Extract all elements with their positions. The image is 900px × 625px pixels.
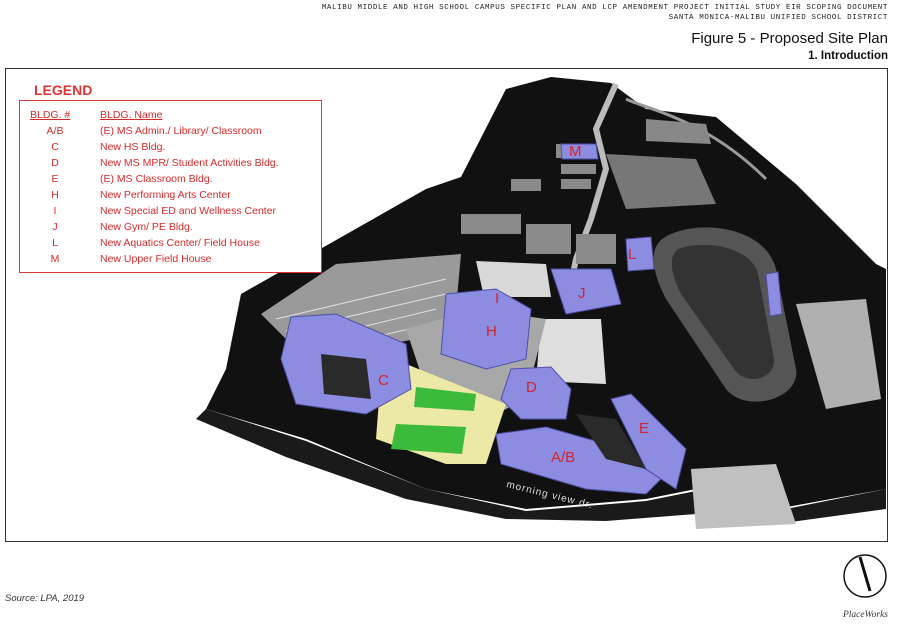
building-j [550,268,622,315]
source-note: Source: LPA, 2019 [5,593,85,604]
running-track [653,227,797,402]
legend-name-header: BLDG. Name [100,109,163,121]
building-ab [495,426,662,495]
label-m: M [569,143,582,160]
lower-green-field [391,424,466,454]
building-e [610,393,687,490]
label-h: H [486,323,497,340]
label-e: E [639,420,649,437]
district-name: SANTA MONICA-MALIBU UNIFIED SCHOOL DISTR… [668,14,888,22]
legend-title: LEGEND [34,82,93,98]
site-plan-drawing: morning view dr. C H I J D E A/B L M [196,77,886,529]
label-i: I [495,290,499,307]
building-d [500,366,572,420]
section-label: 1. Introduction [808,50,888,62]
upper-field [606,154,716,209]
document-header: MALIBU MIDDLE AND HIGH SCHOOL CAMPUS SPE… [322,3,888,23]
upper-green-field [414,387,476,411]
label-ab: A/B [551,449,575,466]
figure-title: Figure 5 - Proposed Site Plan [691,30,888,47]
site-plan-map: morning view dr. C H I J D E A/B L M LEG… [5,68,888,542]
terrain-lower [196,409,886,524]
label-l: L [628,246,636,263]
label-j: J [578,285,586,302]
legend-code-header: BLDG. # [30,109,71,121]
placeworks-logo: PlaceWorks [842,610,888,620]
building-m [560,143,599,160]
north-arrow-icon [843,554,887,598]
access-road [563,82,619,310]
building-h [440,288,532,370]
document-title: MALIBU MIDDLE AND HIGH SCHOOL CAMPUS SPE… [321,4,888,12]
label-d: D [526,379,537,396]
building-l [625,236,655,272]
legend-row: E(E) MS Classroom Bldg. [51,173,213,185]
legend-row: A/B(E) MS Admin./ Library/ Classroom [46,125,262,137]
legend-box: LEGEND BLDG. # BLDG. Name A/B(E) MS Admi… [19,82,322,273]
building-l-side [765,271,783,317]
label-c: C [378,372,389,389]
